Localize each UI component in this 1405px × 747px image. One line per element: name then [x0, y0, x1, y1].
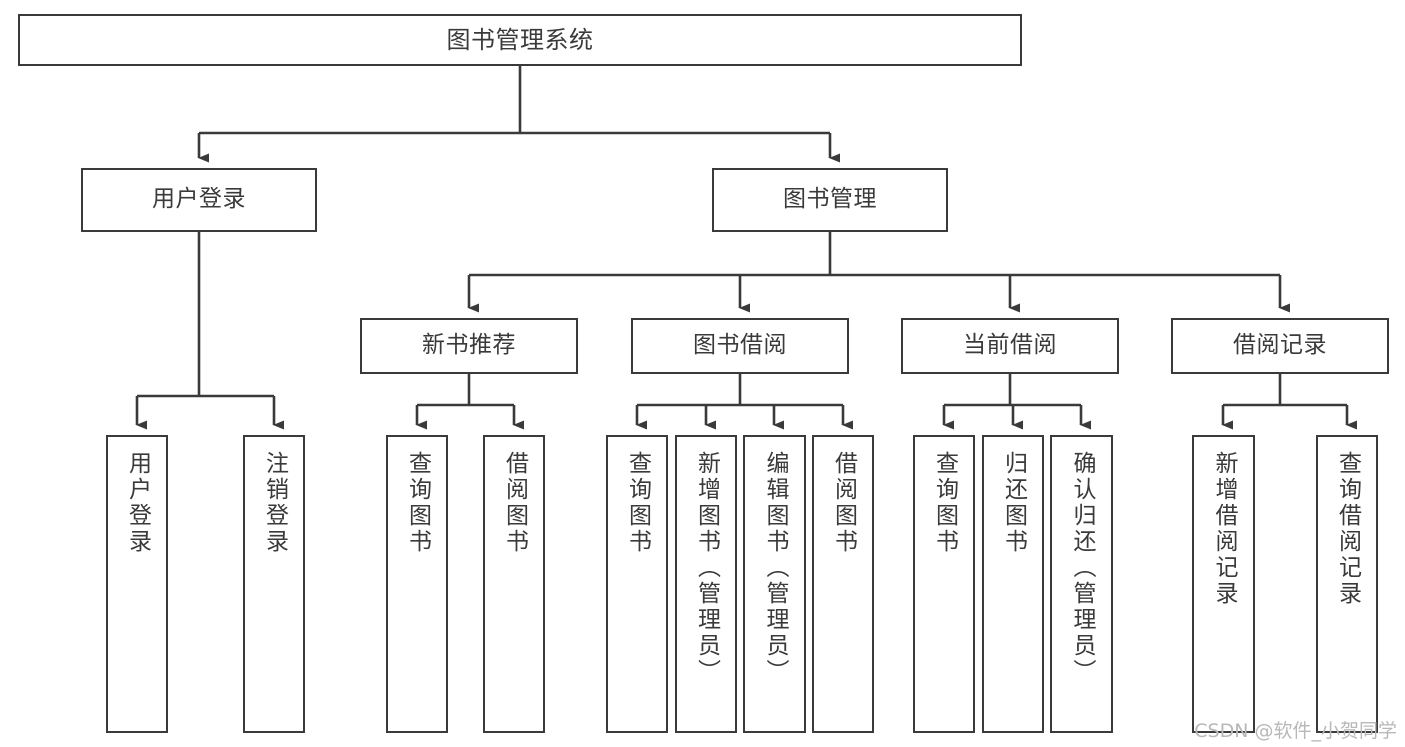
node-label: 用户登录: [124, 451, 151, 555]
leaf-user-login[interactable]: 用户登录: [106, 435, 168, 733]
leaf-add-borrow-record[interactable]: 新增借阅记录: [1192, 435, 1255, 733]
node-label: 查询图书: [404, 451, 431, 555]
node-label: 借阅记录: [1233, 332, 1327, 359]
leaf-query-book-current[interactable]: 查询图书: [913, 435, 975, 733]
leaf-borrow-book-new-rec[interactable]: 借阅图书: [483, 435, 545, 733]
node-label: 确认归还（管理员）: [1069, 451, 1095, 685]
node-label: 查询图书: [624, 451, 651, 555]
node-label: 新书推荐: [422, 332, 516, 359]
node-label: 图书管理系统: [446, 25, 594, 54]
node-book-borrow[interactable]: 图书借阅: [631, 318, 849, 374]
leaf-confirm-return-admin[interactable]: 确认归还（管理员）: [1050, 435, 1113, 733]
node-label: 归还图书: [1000, 451, 1027, 555]
node-label: 注销登录: [261, 451, 288, 555]
node-label: 当前借阅: [963, 332, 1057, 359]
node-label: 借阅图书: [830, 451, 857, 555]
node-label: 借阅图书: [501, 451, 528, 555]
node-label: 图书管理: [783, 186, 877, 213]
node-root-system[interactable]: 图书管理系统: [18, 14, 1022, 66]
watermark-text: CSDN @软件_小贺同学: [1194, 720, 1397, 742]
leaf-borrow-book[interactable]: 借阅图书: [812, 435, 874, 733]
node-borrow-record[interactable]: 借阅记录: [1171, 318, 1389, 374]
node-label: 查询借阅记录: [1334, 451, 1361, 607]
leaf-edit-book-admin[interactable]: 编辑图书（管理员）: [743, 435, 806, 733]
node-label: 新增借阅记录: [1211, 451, 1237, 607]
leaf-query-borrow-record[interactable]: 查询借阅记录: [1316, 435, 1378, 733]
leaf-query-book-borrow[interactable]: 查询图书: [606, 435, 668, 733]
node-label: 用户登录: [152, 186, 246, 213]
node-label: 图书借阅: [693, 332, 787, 359]
leaf-query-book-new-rec[interactable]: 查询图书: [386, 435, 448, 733]
node-label: 编辑图书（管理员）: [762, 451, 788, 685]
node-label: 查询图书: [931, 451, 958, 555]
node-new-book-recommendation[interactable]: 新书推荐: [360, 318, 578, 374]
node-label: 新增图书（管理员）: [693, 451, 720, 685]
leaf-add-book-admin[interactable]: 新增图书（管理员）: [675, 435, 737, 733]
leaf-logout[interactable]: 注销登录: [243, 435, 305, 733]
leaf-return-book[interactable]: 归还图书: [982, 435, 1044, 733]
node-user-login[interactable]: 用户登录: [81, 168, 317, 232]
node-current-borrow[interactable]: 当前借阅: [901, 318, 1119, 374]
node-book-management[interactable]: 图书管理: [712, 168, 948, 232]
